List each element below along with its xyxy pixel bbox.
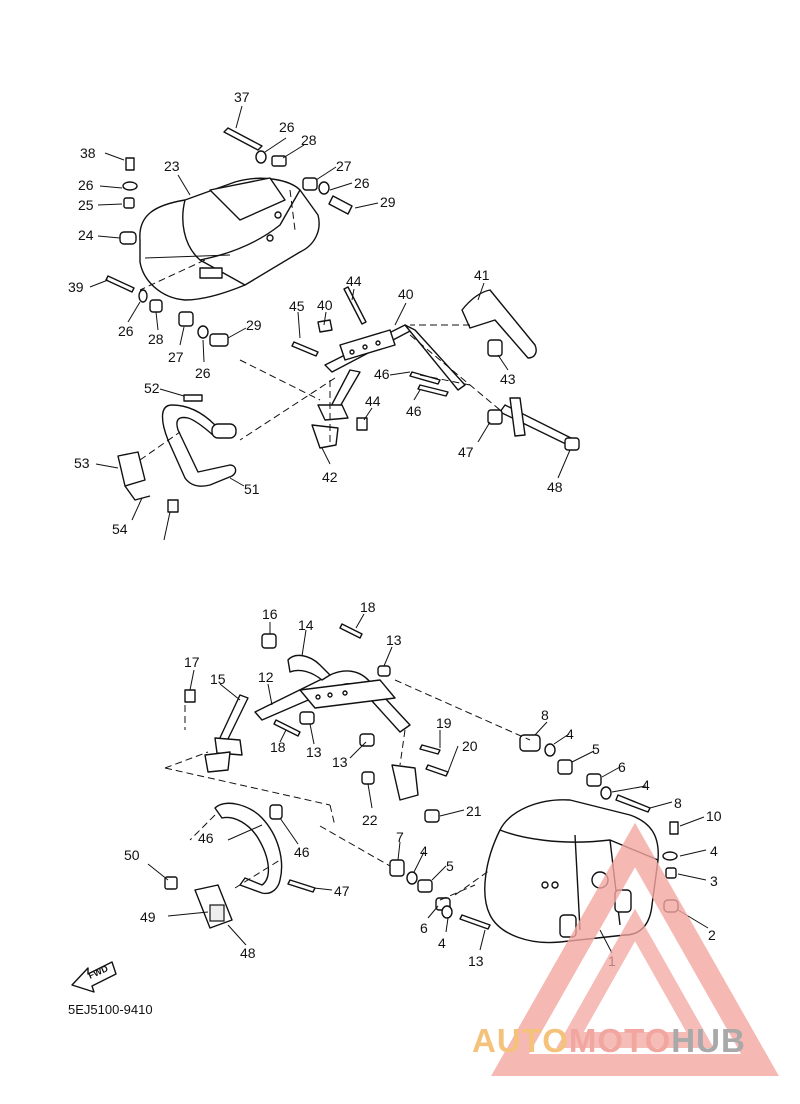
grab-bar — [161, 394, 237, 487]
callout: 3 — [710, 873, 718, 889]
stay-bracket — [311, 369, 368, 449]
callout: 13 — [306, 744, 322, 760]
bolt-18-lower — [273, 719, 301, 737]
callout: 26 — [78, 177, 94, 193]
callout: 20 — [462, 738, 478, 754]
callout: 25 — [78, 197, 94, 213]
clamp — [117, 451, 179, 513]
main-frame — [254, 665, 411, 747]
watermark-part-auto: AUTO — [472, 1022, 569, 1059]
callout: 47 — [458, 444, 474, 460]
callout: 18 — [270, 739, 286, 755]
callout: 48 — [547, 479, 563, 495]
left-stay — [184, 689, 249, 773]
callout: 5 — [592, 741, 600, 757]
callout: 29 — [246, 317, 262, 333]
callout: 40 — [317, 297, 333, 313]
callout: 4 — [566, 726, 574, 742]
lower-grab-bar — [214, 802, 316, 895]
callout: 22 — [362, 812, 378, 828]
watermark-text: AUTOMOTOHUB — [472, 1022, 746, 1060]
callout: 26 — [118, 323, 134, 339]
callout: 49 — [140, 909, 156, 925]
callout: 28 — [148, 331, 164, 347]
callout: 4 — [642, 777, 650, 793]
callout: 53 — [74, 455, 90, 471]
upper-arm — [287, 654, 331, 681]
callout: 42 — [322, 469, 338, 485]
clamp-lower — [164, 876, 233, 929]
hardware-right — [389, 734, 679, 930]
callout: 4 — [710, 843, 718, 859]
callout: 17 — [184, 654, 200, 670]
callout: 46 — [406, 403, 422, 419]
callout: 7 — [396, 829, 404, 845]
watermark-part-hub: HUB — [671, 1022, 746, 1059]
callout: 52 — [144, 380, 160, 396]
rear-bracket — [461, 289, 537, 359]
callout: 54 — [112, 521, 128, 537]
callout: 45 — [289, 298, 305, 314]
callout: 14 — [298, 617, 314, 633]
callout: 6 — [420, 920, 428, 936]
small-stay — [361, 744, 449, 823]
callout: 27 — [168, 349, 184, 365]
callout: 15 — [210, 671, 226, 687]
callout: 4 — [420, 843, 428, 859]
callout: 10 — [706, 808, 722, 824]
callout: 4 — [438, 935, 446, 951]
callout: 26 — [279, 119, 295, 135]
callout: 12 — [258, 669, 274, 685]
callout: 43 — [500, 371, 516, 387]
callout: 19 — [436, 715, 452, 731]
spacer-16 — [261, 633, 277, 649]
callout: 51 — [244, 481, 260, 497]
lower-rail — [487, 397, 580, 451]
callout: 28 — [301, 132, 317, 148]
callout: 6 — [618, 759, 626, 775]
callout: 13 — [468, 953, 484, 969]
callout: 37 — [234, 89, 250, 105]
callout: 16 — [262, 606, 278, 622]
callout: 13 — [386, 632, 402, 648]
callout: 2 — [708, 927, 716, 943]
callout: 47 — [334, 883, 350, 899]
callout: 50 — [124, 847, 140, 863]
callout: 26 — [354, 175, 370, 191]
hardware-top-left — [105, 127, 353, 347]
callout: 8 — [541, 707, 549, 723]
callout: 21 — [466, 803, 482, 819]
callout: 40 — [398, 286, 414, 302]
callout: 13 — [332, 754, 348, 770]
callout: 26 — [195, 365, 211, 381]
callout: 5 — [446, 858, 454, 874]
callout: 8 — [674, 795, 682, 811]
callout-numbers: 37 26 28 38 23 27 26 26 25 29 24 41 44 3… — [68, 89, 722, 969]
callout: 46 — [294, 844, 310, 860]
callout: 39 — [68, 279, 84, 295]
callout: 41 — [474, 267, 490, 283]
callout: 48 — [240, 945, 256, 961]
callout: 27 — [336, 158, 352, 174]
callout: 38 — [80, 145, 96, 161]
callout: 44 — [346, 273, 362, 289]
upper-side-bracket — [291, 286, 466, 397]
callout: 44 — [365, 393, 381, 409]
diagram-code: 5EJ5100-9410 — [68, 1002, 153, 1017]
callout: 29 — [380, 194, 396, 210]
callout: 23 — [164, 158, 180, 174]
bolt-18-top — [339, 623, 363, 639]
callout: 18 — [360, 599, 376, 615]
fwd-arrow-icon: FWD — [71, 961, 117, 993]
backrest-cover — [139, 177, 320, 301]
callout: 46 — [198, 830, 214, 846]
watermark-logo-icon — [491, 822, 779, 1076]
callout: 24 — [78, 227, 94, 243]
callout: 46 — [374, 366, 390, 382]
watermark-part-moto: MOTO — [568, 1022, 672, 1059]
